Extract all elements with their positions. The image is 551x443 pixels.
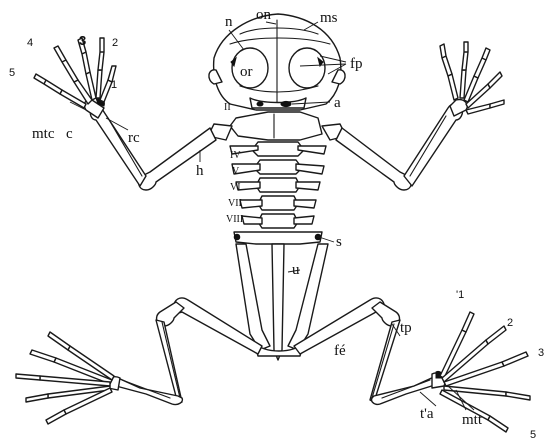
label-or: or (240, 64, 253, 80)
vertebra-label-vi: VI (230, 182, 241, 193)
label-ms: ms (320, 10, 338, 26)
vertebra-label-iv: IV (230, 150, 241, 161)
hand-digit-2: 2 (112, 37, 118, 49)
foot-digit-5: 5 (530, 429, 536, 441)
label-u: u (292, 262, 300, 278)
foot-digit-2: 2 (507, 317, 513, 329)
label-on: on (256, 7, 272, 23)
urostyle (272, 244, 284, 360)
foot-digit-1: '1 (456, 289, 464, 301)
vertebra-label-v: V (232, 166, 240, 177)
vertebra-label-ii: II (224, 102, 231, 113)
sacrum-left-mark (234, 234, 240, 240)
label-s: s (336, 234, 342, 250)
label-c: c (66, 126, 73, 142)
left-hindlimb (16, 298, 262, 424)
hand-digit-3: 3 (79, 33, 86, 48)
foot-digit-3: 3 (538, 347, 544, 359)
label-tp: tp (400, 320, 412, 336)
label-ta: t'a (420, 406, 434, 422)
label-h: h (196, 163, 204, 179)
right-hindlimb (294, 298, 530, 432)
vertebra-label-viii: VIII (226, 214, 243, 225)
hand-digit-1: 1 (111, 79, 117, 91)
hand-digit-5: 5 (9, 67, 15, 79)
sacral-vertebra (234, 232, 322, 244)
label-a: a (334, 95, 341, 111)
label-rc: rc (128, 130, 140, 146)
orbit-right (289, 48, 325, 88)
label-fp: fp (350, 56, 363, 72)
atlas-mark (281, 101, 291, 106)
hand-digit-4: 4 (27, 37, 33, 49)
label-n: n (225, 14, 233, 30)
label-mtt: mtt (462, 412, 483, 428)
vertebral-column (230, 112, 326, 360)
label-fe: fé (334, 343, 346, 359)
vertebra-label-vii: VII (228, 198, 242, 209)
label-mtc: mtc (32, 126, 55, 142)
